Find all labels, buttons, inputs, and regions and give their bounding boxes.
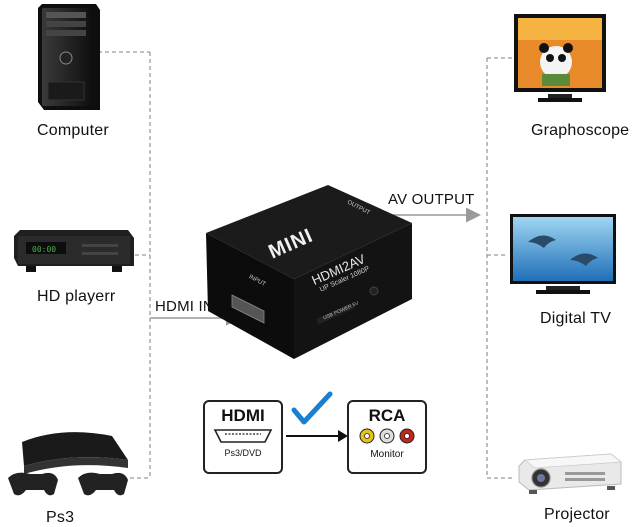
svg-text:00:00: 00:00 (32, 245, 56, 254)
digital-tv-icon (510, 214, 616, 294)
rca-badge: RCA Monitor (347, 400, 427, 474)
ps3-console-icon (8, 432, 128, 496)
hdmi-badge: HDMI Ps3/DVD (203, 400, 283, 474)
graphoscope-tv-icon (514, 14, 606, 102)
rca-badge-title: RCA (368, 406, 406, 425)
ps3-label: Ps3 (46, 509, 75, 526)
rca-badge-sub: Monitor (370, 449, 404, 460)
hdmi-connector-icon (213, 429, 273, 443)
conversion-arrow-icon (286, 430, 348, 442)
hd-player-label: HD playerr (37, 288, 116, 305)
hdmi-badge-sub: Ps3/DVD (224, 448, 262, 458)
digital-tv-label: Digital TV (540, 310, 612, 327)
computer-tower-icon (38, 4, 100, 110)
av-output-label: AV OUTPUT (388, 191, 475, 208)
projector-label: Projector (544, 506, 610, 523)
projector-icon (518, 453, 623, 494)
checkmark-icon (291, 391, 333, 425)
hdmi2av-converter-box (206, 185, 412, 359)
hdmi-badge-title: HDMI (221, 406, 265, 425)
rca-jacks-icon (359, 428, 415, 444)
computer-label: Computer (37, 122, 109, 139)
hd-player-icon: 00:00 (14, 230, 134, 272)
graphoscope-label: Graphoscope (531, 122, 630, 139)
